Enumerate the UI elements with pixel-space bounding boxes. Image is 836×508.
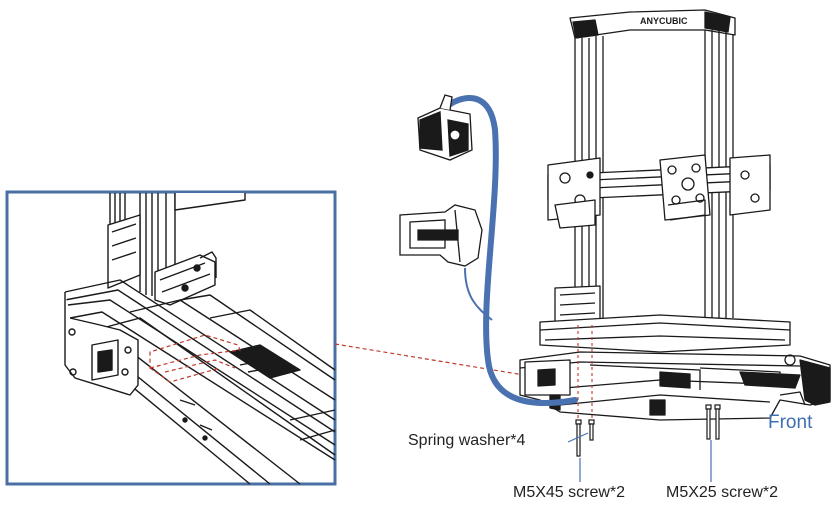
m5x25-screw-label: M5X25 screw*2 (666, 484, 778, 502)
brand-logo: ANYCUBIC (640, 16, 688, 26)
spring-washer-label: Spring washer*4 (408, 432, 525, 450)
printer-illustration: ANYCUBIC (520, 10, 830, 420)
m5x45-screw-label: M5X45 screw*2 (513, 484, 625, 502)
front-label: Front (768, 412, 812, 434)
print-head (418, 95, 472, 160)
detail-inset (7, 192, 335, 484)
tool-holder (400, 205, 482, 266)
inset-frame (7, 192, 335, 484)
